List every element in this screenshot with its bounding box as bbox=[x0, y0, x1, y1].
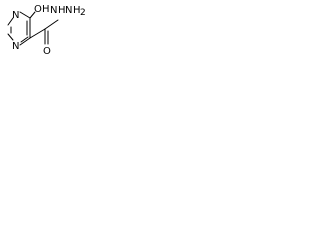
atom-ring-n-top: N bbox=[12, 10, 19, 21]
bond-carbonyl-nh bbox=[44, 19, 59, 30]
pyrimidine-ring bbox=[7, 11, 31, 46]
atom-hydrazide-h-second: H bbox=[73, 5, 81, 16]
ring-bond-c2-n1 bbox=[7, 33, 14, 41]
atom-hydrazide-h-first: H bbox=[58, 5, 66, 16]
ring-bond-n3-c2 bbox=[7, 17, 14, 26]
atom-hydrazide-subscript-2: 2 bbox=[80, 8, 86, 18]
ring-bond-c4-n3 bbox=[19, 11, 31, 19]
atom-labels: N N O H O N H N H 2 bbox=[12, 4, 86, 57]
atom-hydroxy-h: H bbox=[42, 4, 50, 15]
substituent-bonds bbox=[29, 11, 59, 45]
atom-ring-n-bottom: N bbox=[12, 41, 19, 52]
ring-bond-n1-c6 bbox=[19, 37, 31, 46]
atom-hydrazide-n-first: N bbox=[50, 5, 57, 16]
chemical-structure: N N O H O N H N H 2 bbox=[7, 4, 86, 57]
bond-c4-oh bbox=[29, 11, 36, 19]
atom-carbonyl-o: O bbox=[43, 46, 51, 57]
ring-bond-double-inner-3 bbox=[20, 36, 29, 43]
atom-hydrazide-n-second: N bbox=[65, 5, 72, 16]
bond-c5-carbonyl bbox=[29, 28, 46, 39]
atom-hydroxy-o: O bbox=[34, 4, 42, 15]
